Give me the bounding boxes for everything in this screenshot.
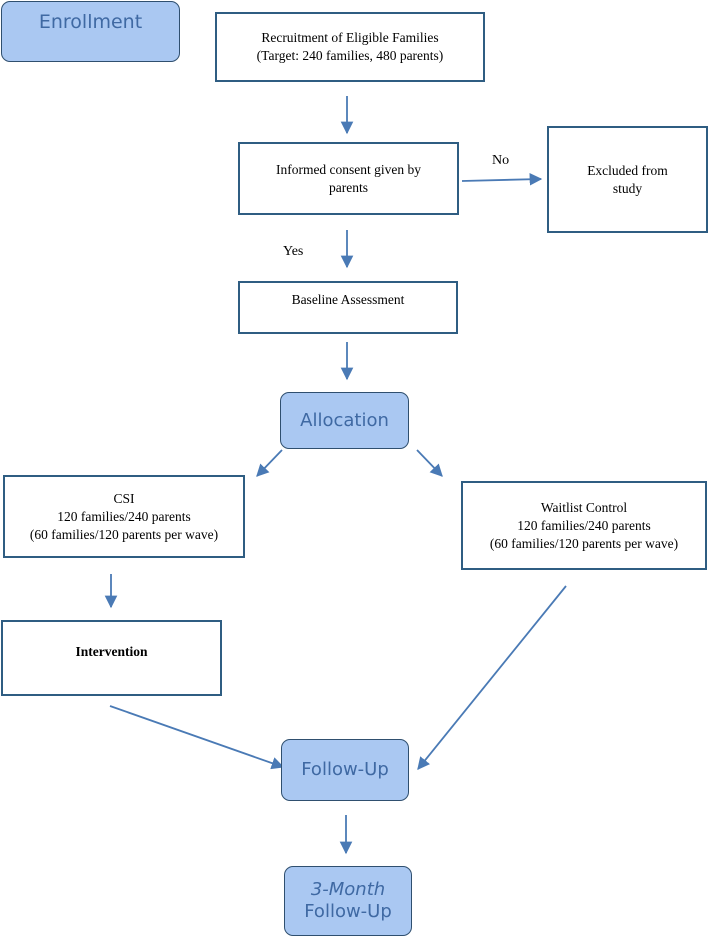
baseline-box: Baseline Assessment xyxy=(238,281,458,334)
waitlist-line2: 120 families/240 parents xyxy=(517,517,651,533)
allocation-text: Allocation xyxy=(300,409,389,431)
csi-box: CSI 120 families/240 parents (60 familie… xyxy=(3,475,245,558)
allocation-label: Allocation xyxy=(280,392,409,449)
recruitment-line2: (Target: 240 families, 480 parents) xyxy=(256,48,444,63)
excluded-line1: Excluded from xyxy=(587,162,668,178)
intervention-text: Intervention xyxy=(75,644,148,659)
arrow-consent-to-excluded xyxy=(461,172,543,186)
excluded-line2: study xyxy=(612,180,643,196)
excluded-box: Excluded from study xyxy=(547,126,708,233)
csi-line3: (60 families/120 parents per wave) xyxy=(29,526,219,542)
three-month-followup-label: 3-Month Follow-Up xyxy=(284,866,412,936)
arrow-intervention-to-followup xyxy=(109,705,285,770)
recruitment-box: Recruitment of Eligible Families (Target… xyxy=(215,12,485,82)
three-month-line1: 3-Month xyxy=(310,879,386,900)
csi-line1: CSI xyxy=(113,490,135,506)
followup-text: Follow-Up xyxy=(301,759,389,780)
arrow-allocation-to-csi xyxy=(256,449,283,477)
enrollment-text: Enrollment xyxy=(38,10,143,33)
arrow-allocation-to-waitlist xyxy=(416,449,443,477)
waitlist-line3: (60 families/120 parents per wave) xyxy=(489,535,679,551)
followup-label: Follow-Up xyxy=(281,739,409,801)
intervention-box: Intervention xyxy=(1,620,222,696)
three-month-line2: Follow-Up xyxy=(304,901,392,922)
waitlist-line1: Waitlist Control xyxy=(540,499,628,515)
consent-line2: parents xyxy=(329,179,368,195)
consent-line1: Informed consent given by xyxy=(275,161,422,177)
yes-label: Yes xyxy=(283,244,304,259)
arrow-waitlist-to-followup xyxy=(417,585,567,770)
csi-line2: 120 families/240 parents xyxy=(57,508,191,524)
no-label: No xyxy=(492,153,510,168)
enrollment-label: Enrollment xyxy=(1,1,180,62)
recruitment-line1: Recruitment of Eligible Families xyxy=(261,30,439,45)
waitlist-box: Waitlist Control 120 families/240 parent… xyxy=(461,481,707,570)
baseline-text: Baseline Assessment xyxy=(291,292,405,307)
consent-box: Informed consent given by parents xyxy=(238,142,459,215)
